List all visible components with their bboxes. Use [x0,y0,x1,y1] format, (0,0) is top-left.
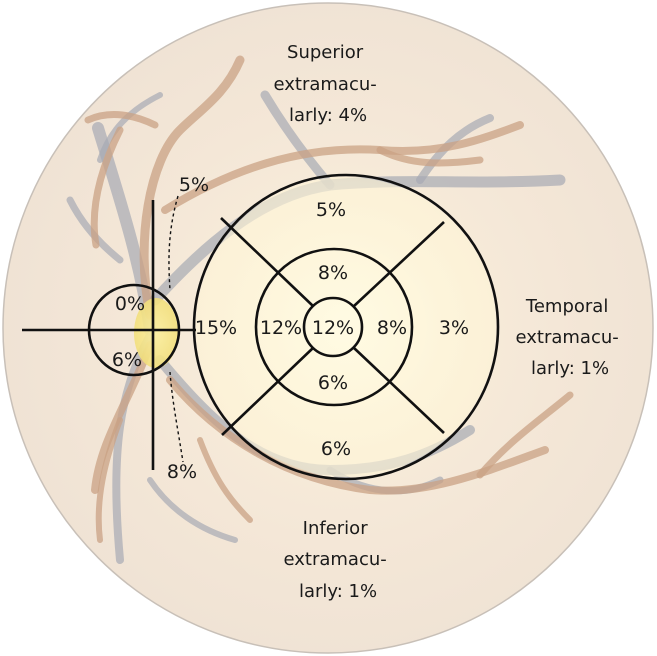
macula-superior-outer-value: 5% [316,199,346,221]
macula-nasal-inner-value: 12% [260,317,302,339]
inferior-region-label: Inferior extramacu- larly: 1% [284,518,393,602]
optic-disc-superior-rim-value: 5% [179,174,209,196]
superior-region-label: Superior extramacu- larly: 4% [274,42,383,126]
macula-temporal-inner-value: 8% [377,317,407,339]
optic-disc-inferior-rim-value: 8% [167,461,197,483]
optic-disc-superior-nasal-value: 0% [115,293,145,315]
macula-inferior-inner-value: 6% [318,372,348,394]
macula-center-value: 12% [312,317,354,339]
macula-grid [192,173,500,481]
macula-background [196,177,496,477]
macula-temporal-outer-value: 3% [439,317,469,339]
macula-superior-inner-value: 8% [318,262,348,284]
optic-disc-grid [22,195,196,470]
macula-nasal-outer-value: 15% [195,317,237,339]
macula-inferior-outer-value: 6% [321,438,351,460]
temporal-region-label: Temporal extramacu- larly: 1% [516,296,625,379]
optic-disc [134,298,178,368]
optic-disc-inferior-nasal-value: 6% [112,349,142,371]
arteries [84,55,574,543]
